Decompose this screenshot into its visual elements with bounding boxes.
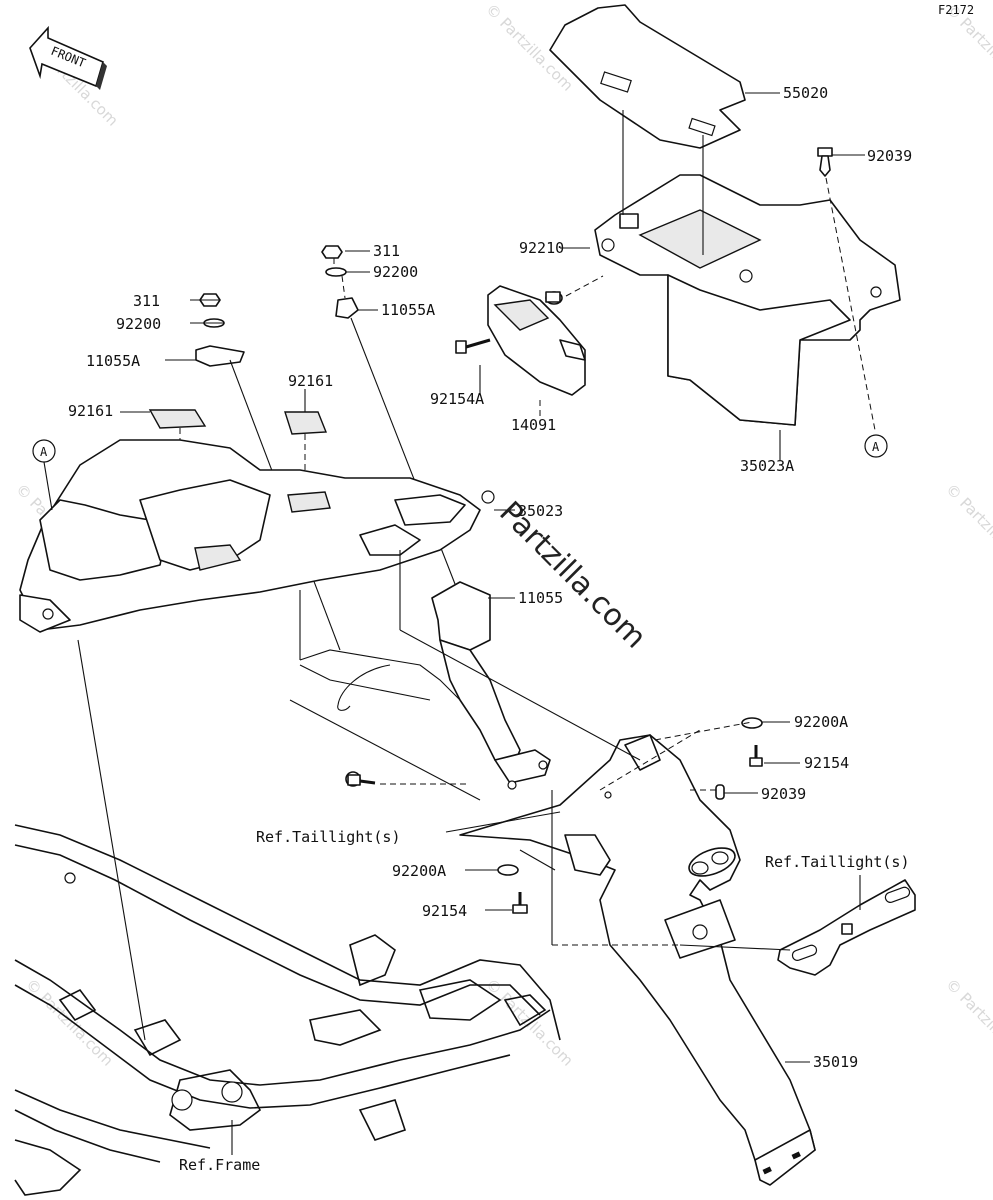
figure-code: F2172 [938, 3, 974, 17]
watermark-6: © Partzilla.com [22, 975, 117, 1070]
label-ref-taillight-right: Ref.Taillight(s) [765, 853, 910, 871]
watermark-5: © Partzilla.com [942, 480, 993, 575]
label-92039-top: 92039 [867, 147, 912, 165]
label-92200A-left: 92200A [392, 862, 446, 880]
watermark-7: © Partzilla.com [482, 975, 577, 1070]
label-92200A-right: 92200A [794, 713, 848, 731]
part-rear-fender-tray [19, 439, 515, 633]
part-stack-right [321, 245, 456, 585]
part-92210-collar [545, 275, 604, 305]
label-11055A-right: 11055A [381, 301, 435, 319]
part-35023A-tray [594, 174, 901, 426]
part-labels: 55020 92039 92210 311 92200 11055A 311 9… [68, 84, 912, 1174]
label-35019: 35019 [813, 1053, 858, 1071]
label-55020: 55020 [783, 84, 828, 102]
label-92161-left: 92161 [68, 402, 113, 420]
label-11055: 11055 [518, 589, 563, 607]
part-55020-pad [549, 4, 780, 149]
label-311-left: 311 [133, 292, 160, 310]
label-ref-frame: Ref.Frame [179, 1156, 260, 1174]
front-arrow-icon: FRONT [29, 25, 107, 90]
label-35023A: 35023A [740, 457, 794, 475]
label-92161-mid: 92161 [288, 372, 333, 390]
frame-ref [14, 824, 561, 1196]
part-92039-clip-top [817, 147, 876, 431]
label-92154A: 92154A [430, 390, 484, 408]
label-92210: 92210 [519, 239, 564, 257]
part-92154A-bolt [455, 338, 491, 354]
part-11055-bracket [431, 581, 551, 790]
label-92154-right: 92154 [804, 754, 849, 772]
callout-A-right: A [864, 434, 888, 458]
watermark-8: © Partzilla.com [942, 975, 993, 1070]
part-14091-cover [487, 285, 586, 396]
part-taillight-bracket-right [777, 875, 916, 976]
callout-A-left: A [32, 439, 56, 511]
guide-lines [77, 110, 791, 1041]
center-watermark: Partzilla.com [492, 495, 652, 655]
label-92200-right: 92200 [373, 263, 418, 281]
label-ref-taillight-left: Ref.Taillight(s) [256, 828, 401, 846]
part-hook-wire [299, 649, 461, 711]
label-92039-low: 92039 [761, 785, 806, 803]
part-fasteners-lower [345, 717, 800, 914]
part-35019-bracket [459, 734, 816, 1186]
callout-A-left-letter: A [40, 445, 48, 459]
label-35023: 35023 [518, 502, 563, 520]
callout-A-right-letter: A [872, 440, 880, 454]
label-92154-left: 92154 [422, 902, 467, 920]
label-11055A-left: 11055A [86, 352, 140, 370]
label-311-right: 311 [373, 242, 400, 260]
label-14091: 14091 [511, 416, 556, 434]
label-92200-left: 92200 [116, 315, 161, 333]
